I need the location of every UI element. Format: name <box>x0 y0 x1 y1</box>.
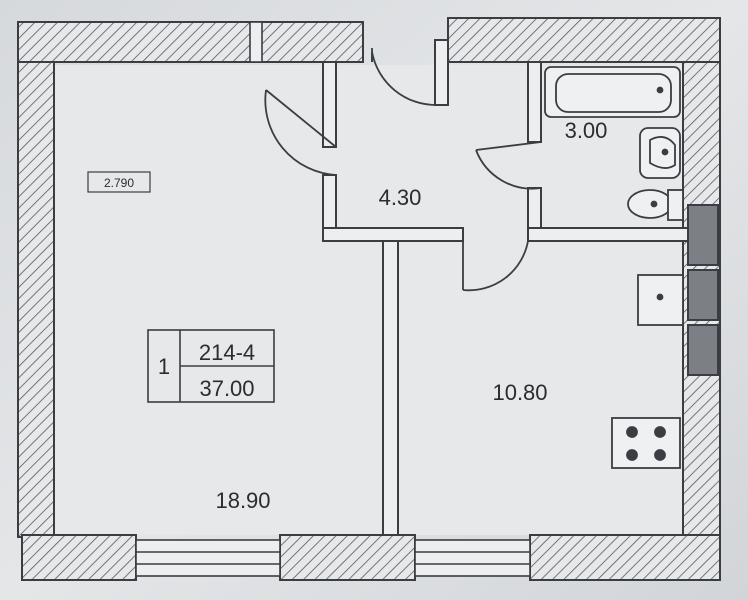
door-swings <box>264 48 542 292</box>
ceiling-height-box: 2.790 <box>87 171 151 193</box>
kitchen-sink-icon <box>637 274 684 326</box>
bathtub-icon <box>544 66 681 118</box>
apartment-total-area: 37.00 <box>199 376 254 401</box>
apartment-number: 214-4 <box>199 340 255 365</box>
ceiling-height-text: 2.790 <box>104 176 134 190</box>
apartment-rooms-count: 1 <box>158 354 170 379</box>
stove-icon <box>611 417 681 469</box>
room-area-kitchen: 10.80 <box>492 380 547 405</box>
room-area-bath: 3.00 <box>565 118 608 143</box>
toilet-icon <box>627 189 684 221</box>
outer-walls <box>17 17 721 581</box>
interior-walls <box>322 39 689 536</box>
washbasin-icon <box>639 127 681 179</box>
room-area-living: 18.90 <box>215 488 270 513</box>
room-floor <box>50 65 690 535</box>
windows <box>135 21 531 577</box>
ventilation-shafts <box>687 204 719 376</box>
apartment-tag <box>147 329 275 403</box>
room-area-hall: 4.30 <box>379 185 422 210</box>
